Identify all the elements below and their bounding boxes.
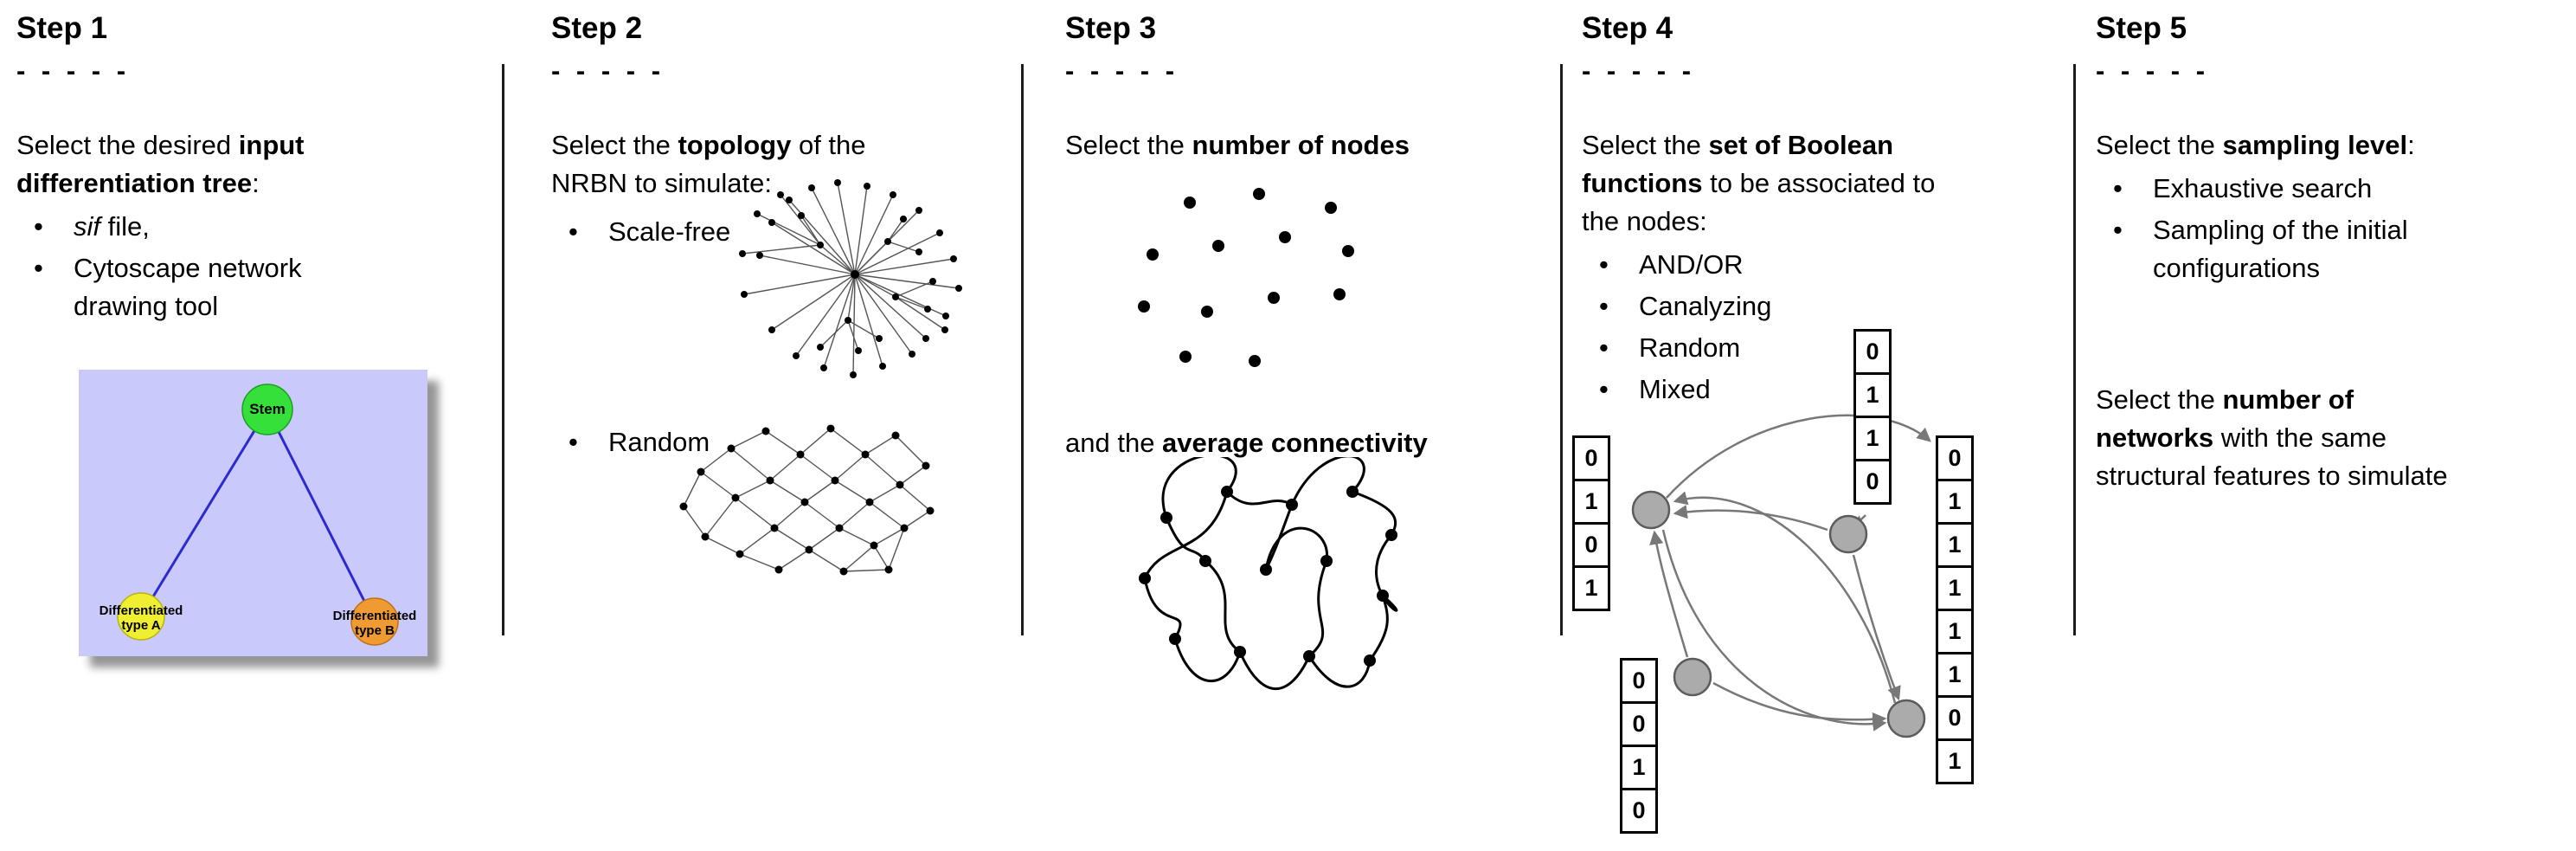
step3-intro-connectivity: and the average connectivity bbox=[1065, 428, 1428, 458]
truth-table-cell: 0 bbox=[1853, 329, 1892, 375]
differentiation-tree-svg bbox=[79, 370, 427, 656]
step4-bullet: Random bbox=[1582, 329, 2014, 367]
truth-table-cell: 0 bbox=[1853, 459, 1892, 505]
step3-dashes: - - - - - bbox=[1065, 55, 1179, 86]
truth-table-cell: 1 bbox=[1620, 745, 1658, 790]
column-divider-1 bbox=[502, 64, 504, 635]
step2-title: Step 2 bbox=[551, 11, 643, 45]
random-network-illustration bbox=[679, 424, 935, 576]
step4-bullet: Mixed bbox=[1582, 371, 2014, 409]
truth-table-cell: 0 bbox=[1936, 695, 1974, 741]
tree-node-type-a bbox=[117, 592, 165, 641]
tree-node-stem bbox=[241, 384, 293, 435]
step1-bullet-sif-file: sif file, bbox=[16, 208, 501, 246]
truth-table-cell: 1 bbox=[1936, 652, 1974, 698]
tree-node-stem-label: Stem bbox=[249, 401, 286, 418]
step2-column: Step 2 - - - - - Select the topology of … bbox=[551, 10, 1005, 576]
truth-table-cell: 0 bbox=[1572, 522, 1610, 568]
tree-node-type-b bbox=[350, 597, 399, 646]
step3-title: Step 3 bbox=[1065, 11, 1157, 45]
step4-dashes: - - - - - bbox=[1582, 55, 1696, 86]
step4-bullet: AND/OR bbox=[1582, 246, 2014, 284]
average-connectivity-illustration bbox=[1139, 457, 1398, 690]
step4-bullet-list: AND/ORCanalyzingRandomMixed bbox=[1582, 246, 2014, 409]
truth-table-cell: 1 bbox=[1936, 479, 1974, 525]
truth-table-cell: 1 bbox=[1572, 565, 1610, 611]
step1-title: Step 1 bbox=[16, 11, 108, 45]
step3-column: Step 3 - - - - - Select the number of no… bbox=[1065, 10, 1550, 690]
truth-table-cell: 1 bbox=[1853, 416, 1892, 461]
step2-dashes: - - - - - bbox=[551, 55, 665, 86]
truth-table-cell: 0 bbox=[1572, 435, 1610, 481]
step2-bullet-random: Random bbox=[551, 423, 710, 461]
step5-title: Step 5 bbox=[2096, 11, 2187, 45]
truth-table-cell: 0 bbox=[1620, 701, 1658, 747]
boolean-node-1 bbox=[1631, 490, 1671, 530]
tree-edge-right bbox=[266, 409, 376, 622]
step5-column: Step 5 - - - - - Select the sampling lev… bbox=[2096, 10, 2576, 491]
boolean-network-illustration bbox=[1631, 414, 1931, 738]
step2-bullet-scale-free: Scale-free bbox=[551, 213, 1005, 251]
step3-intro-nodes: Select the number of nodes bbox=[1065, 130, 1410, 160]
column-divider-2 bbox=[1021, 64, 1024, 635]
truth-table-cell: 1 bbox=[1936, 522, 1974, 568]
tree-edge-left bbox=[139, 409, 269, 617]
column-divider-4 bbox=[2073, 64, 2076, 635]
boolean-node-4 bbox=[1886, 699, 1926, 738]
truth-table-cell: 0 bbox=[1936, 435, 1974, 481]
boolean-node-3 bbox=[1673, 657, 1712, 697]
truth-table-cell: 1 bbox=[1936, 565, 1974, 611]
step5-bullet-list: Exhaustive search Sampling of the initia… bbox=[2096, 170, 2576, 287]
step4-column: Step 4 - - - - - Select the set of Boole… bbox=[1572, 10, 2014, 834]
truth-table-cell: 1 bbox=[1853, 372, 1892, 418]
truth-table-cell: 1 bbox=[1936, 738, 1974, 784]
step5-dashes: - - - - - bbox=[2096, 55, 2210, 86]
truth-table-cell: 0 bbox=[1620, 658, 1658, 704]
step1-column: Step 1 - - - - - Select the desired inpu… bbox=[16, 10, 501, 656]
step4-bullet: Canalyzing bbox=[1582, 287, 2014, 326]
truth-table-cell: 0 bbox=[1620, 788, 1658, 834]
step5-intro: Select the sampling level: bbox=[2096, 130, 2415, 160]
truth-table-cell: 1 bbox=[1572, 479, 1610, 525]
step1-dashes: - - - - - bbox=[16, 55, 131, 86]
step2-bullet-list: Scale-free bbox=[551, 213, 1005, 251]
truth-table-cell: 1 bbox=[1936, 609, 1974, 654]
step4-title: Step 4 bbox=[1582, 11, 1673, 45]
scale-free-network-illustration bbox=[739, 179, 962, 378]
step5-bullet-exhaustive: Exhaustive search bbox=[2096, 170, 2576, 208]
column-divider-3 bbox=[1560, 64, 1563, 635]
scattered-nodes-illustration bbox=[1138, 188, 1354, 367]
boolean-node-2 bbox=[1828, 514, 1868, 554]
